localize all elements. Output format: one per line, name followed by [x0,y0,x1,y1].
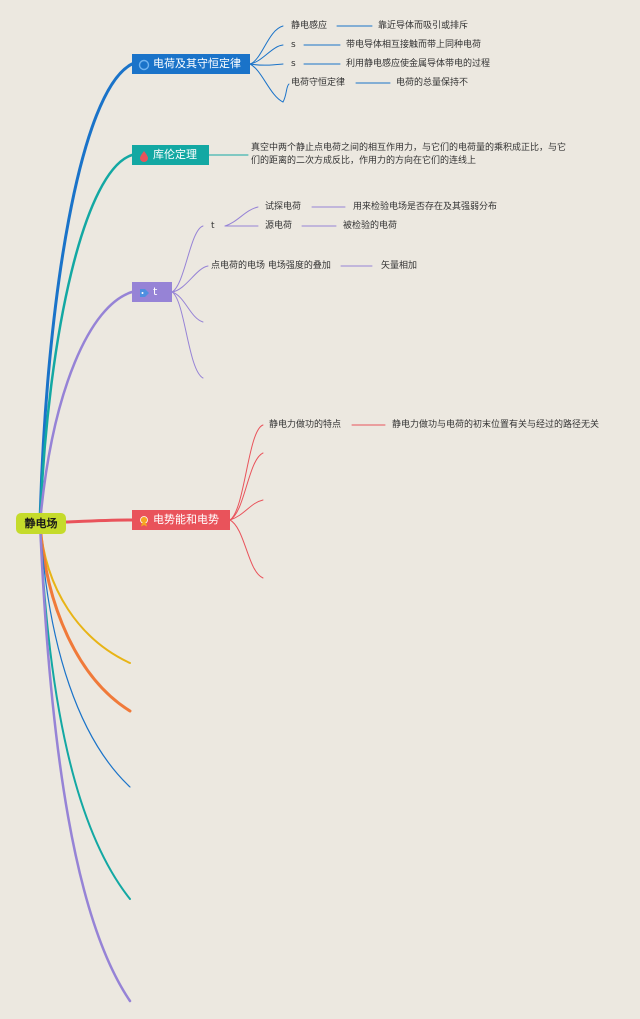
coulomb-line: 真空中两个静止点电荷之间的相互作用力，与它们的电荷量的乘积成正比，与它 [251,143,567,153]
water-drop-icon [138,149,150,162]
topic-charge-conservation[interactable]: 电荷及其守恒定律 [132,54,250,74]
coulomb-line: 们的距离的二次方成反比，作用力的方向在它们的连线上 [251,156,477,166]
topic-electric-field[interactable]: t [132,282,172,302]
connector-empty-purple [38,521,132,1003]
charge-item-key[interactable]: s [291,59,296,69]
field-item-key[interactable]: 源电荷 [265,221,293,231]
field-point-charge-key[interactable]: 点电荷的电场 电场强度的叠加 [211,261,331,271]
topic-label: 电势能和电势 [153,513,219,526]
topic-label: 电荷及其守恒定律 [153,57,241,70]
root-node[interactable]: 静电场 [16,513,66,534]
topic-label: 库伦定理 [153,148,197,161]
potential-item-key[interactable]: 静电力做功的特点 [269,420,342,430]
coulomb-law-text[interactable]: 真空中两个静止点电荷之间的相互作用力，与它们的电荷量的乘积成正比，与它 们的距离… [251,142,571,168]
connector-root-field [38,290,134,525]
connector-empty-blue [39,522,131,788]
connector-empty-orange [38,521,132,713]
charge-item-key[interactable]: 静电感应 [291,21,328,31]
connector-root-coulomb [38,153,134,525]
connector-empty-yellow [39,522,131,664]
charge-item-value[interactable]: 带电导体相互接触而带上同种电荷 [346,40,482,50]
topic-label: t [153,285,158,298]
connector-root-charge [38,62,134,525]
connector-root-potential [64,518,134,524]
award-ribbon-icon [138,514,150,527]
potential-item-value[interactable]: 静电力做功与电荷的初末位置有关与经过的路径无关 [392,420,600,430]
field-point-charge-value[interactable]: 矢量相加 [381,261,418,271]
field-item-value[interactable]: 用来检验电场是否存在及其强弱分布 [353,202,498,212]
charge-item-value[interactable]: 利用静电感应使金属导体带电的过程 [346,59,491,69]
charge-item-key[interactable]: 电荷守恒定律 [291,78,346,88]
topic-coulomb-law[interactable]: 库伦定理 [132,145,209,165]
circle-icon [138,58,150,71]
field-item-value[interactable]: 被检验的电荷 [343,221,398,231]
field-subtopic-label[interactable]: t [211,221,215,231]
topic-potential-energy[interactable]: 电势能和电势 [132,510,230,530]
charge-item-key[interactable]: s [291,40,296,50]
tag-icon [138,286,150,298]
field-item-key[interactable]: 试探电荷 [265,202,302,212]
charge-item-value[interactable]: 靠近导体而吸引或排斥 [378,21,469,31]
charge-item-value[interactable]: 电荷的总量保持不 [396,78,469,88]
